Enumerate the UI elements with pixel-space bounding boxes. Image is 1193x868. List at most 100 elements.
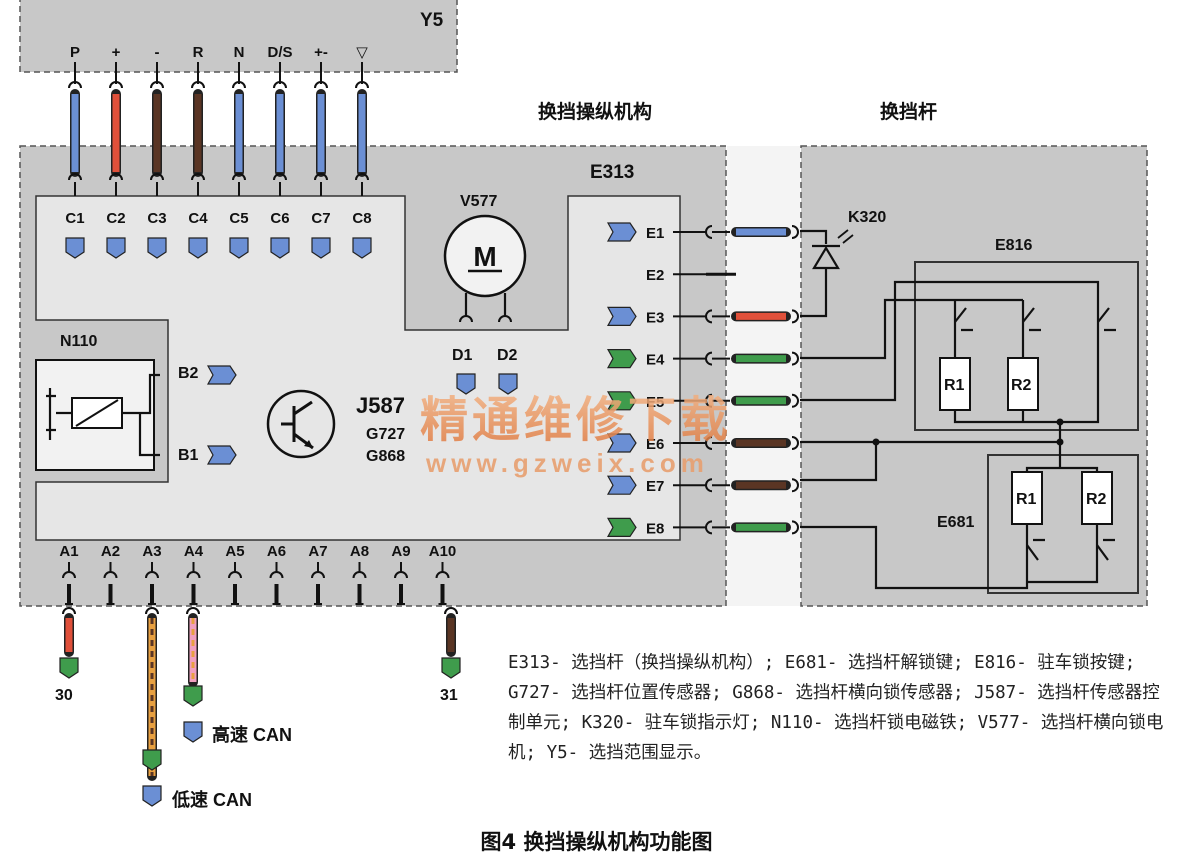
component-legend: E313- 选挡杆（换挡操纵机构）; E681- 选挡杆解锁键; E816- 驻…: [508, 653, 1164, 763]
e-pin-label-5: E6: [646, 436, 664, 453]
e681-button: [987, 454, 1139, 594]
v577-motor-icon: [443, 214, 527, 298]
e-pin-label-4: E5: [646, 394, 664, 411]
d2-connector: [498, 373, 518, 395]
d1-connector: [456, 373, 476, 395]
e681-r1-label: R1: [1016, 491, 1037, 508]
c-pin-label-7: C8: [352, 210, 371, 227]
j587-module: [35, 195, 681, 541]
transistor-icon: [266, 389, 336, 459]
figure-caption: 图4 换挡操纵机构功能图: [480, 830, 713, 854]
lever-header: 换挡杆: [880, 100, 937, 123]
e816-r2-label: R2: [1011, 377, 1032, 394]
e-pin-connector-7: [606, 517, 637, 537]
c-pin-connector-7: [352, 237, 372, 259]
d1-label: D1: [452, 347, 473, 364]
e816-r1-label: R1: [944, 377, 965, 394]
d2-label: D2: [497, 347, 518, 364]
c-pin-connector-1: [106, 237, 126, 259]
terminal-30-connector: [59, 657, 79, 679]
misc-connector-group: [206, 315, 518, 465]
a-pin-label-5: A6: [267, 543, 286, 560]
terminal-31-connector: [441, 657, 461, 679]
e-pin-label-2: E3: [646, 309, 664, 326]
b2-label: B2: [178, 365, 199, 382]
e681-r2-label: R2: [1086, 491, 1107, 508]
n110-label: N110: [60, 333, 97, 350]
k320-label: K320: [848, 209, 886, 226]
lever-area: [800, 145, 1148, 607]
e-pin-connector-4: [606, 391, 637, 411]
e313-label: E313: [590, 162, 634, 183]
e-pin-label-3: E4: [646, 352, 665, 369]
e-pin-connector-6: [606, 475, 637, 495]
a-pin-label-7: A8: [350, 543, 369, 560]
can-low-label: 低速 CAN: [171, 789, 252, 810]
c-pin-connector-0: [65, 237, 85, 259]
terminal-30: 30: [55, 687, 73, 704]
b2-connector: [206, 365, 237, 385]
e-pin-label-0: E1: [646, 225, 664, 242]
a-pin-label-3: A4: [184, 543, 204, 560]
can-high-connector: [183, 721, 203, 743]
g727-label: G727: [366, 426, 405, 443]
e-pin-label-1: E2: [646, 267, 664, 284]
e816-button: [914, 261, 1139, 431]
can-high-green-connector: [183, 685, 203, 707]
e-pin-connector-2: [606, 306, 637, 326]
e-pin-connector-5: [606, 433, 637, 453]
terminal-31: 31: [440, 687, 458, 704]
e-pin-connector-3: [606, 349, 637, 369]
y5-pin-0: P: [70, 44, 80, 61]
c-pin-connector-6: [311, 237, 331, 259]
j587-label: J587: [356, 393, 405, 418]
c-pin-connector-5: [270, 237, 290, 259]
b1-connector: [206, 445, 237, 465]
e-pin-label-6: E7: [646, 478, 664, 495]
y5-pin-7: ▽: [356, 44, 368, 61]
e-pin-connector-0: [606, 222, 637, 242]
y5-cable-group: [68, 62, 369, 196]
connector-gap: [727, 146, 800, 606]
a-pin-label-2: A3: [142, 543, 161, 560]
c-pin-label-0: C1: [65, 210, 84, 227]
c-pin-connector-2: [147, 237, 167, 259]
watermark-url: www.gzweix.com: [425, 448, 709, 478]
bottom-cable-group: [59, 607, 461, 807]
can-low-green-connector: [142, 749, 162, 771]
a-pin-label-6: A7: [308, 543, 327, 560]
y5-block: [19, 0, 458, 73]
y5-pin-1: +: [112, 44, 121, 61]
e816-label: E816: [995, 237, 1032, 254]
a-pin-label-9: A10: [429, 543, 457, 560]
y5-pin-3: R: [193, 44, 204, 61]
can-high-label: 高速 CAN: [212, 724, 292, 745]
c-pin-label-3: C4: [188, 210, 208, 227]
watermark-text: 精通维修下载: [420, 394, 732, 447]
a-pin-label-8: A9: [391, 543, 410, 560]
b1-label: B1: [178, 447, 199, 464]
y5-label: Y5: [420, 10, 444, 31]
c-pin-label-2: C3: [147, 210, 166, 227]
e681-resistors: R1 R2: [1011, 471, 1113, 525]
a-pin-label-1: A2: [101, 543, 120, 560]
a-pin-row: A1 A2 A3 A4 A5 A6 A7 A8 A9 A10: [59, 543, 457, 605]
a-pin-label-4: A5: [225, 543, 244, 560]
y5-pin-6: +-: [314, 44, 328, 61]
c-pin-label-1: C2: [106, 210, 125, 227]
c-pin-label-4: C5: [229, 210, 248, 227]
e-pin-label-7: E8: [646, 520, 664, 537]
g868-label: G868: [366, 448, 405, 465]
c-pin-connector-4: [229, 237, 249, 259]
c-pin-label-6: C7: [311, 210, 330, 227]
y5-pin-2: -: [155, 44, 160, 61]
v577-label: V577: [460, 193, 497, 210]
can-low-connector: [142, 785, 162, 807]
mechanism-header: 换挡操纵机构: [538, 100, 652, 123]
y5-pin-5: D/S: [267, 44, 292, 61]
e681-label: E681: [937, 514, 974, 531]
a-pin-label-0: A1: [59, 543, 78, 560]
